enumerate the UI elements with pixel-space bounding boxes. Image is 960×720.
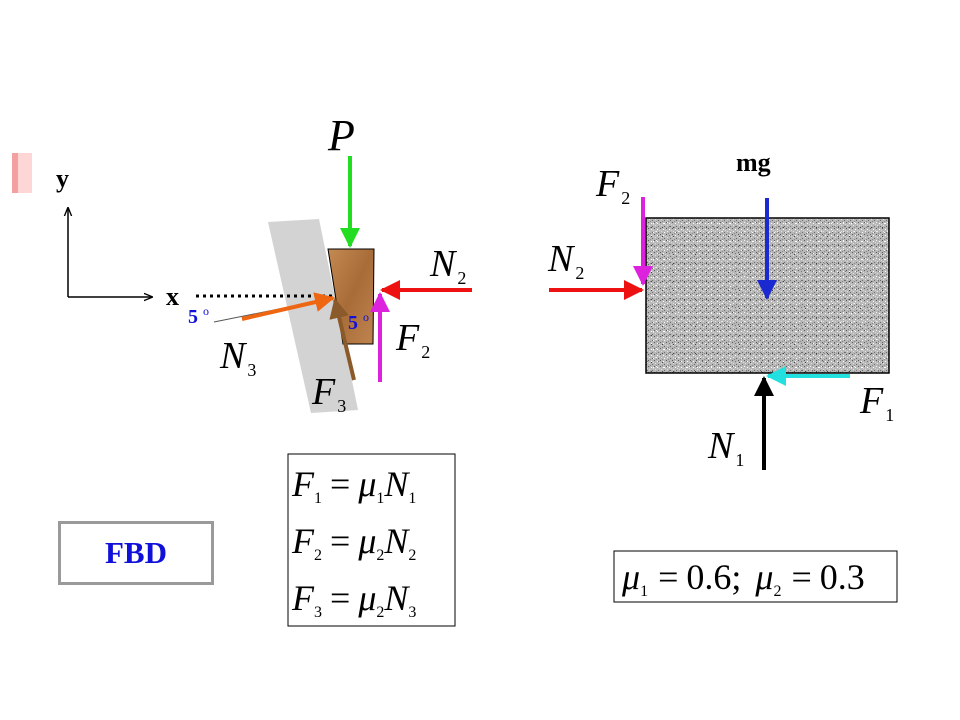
eq1-mu-sub: 1	[376, 490, 384, 507]
fbd-label: FBD	[105, 535, 167, 570]
n2-wedge-sym: N	[429, 243, 458, 285]
f3-sub: 3	[337, 396, 346, 416]
mu2-val: 0.3	[820, 557, 865, 597]
equations: F1=μ1N1 F2=μ2N2 F3=μ2N3	[291, 464, 416, 621]
y-axis-label: y	[56, 164, 69, 193]
equation-2: F2=μ2N2	[291, 521, 416, 564]
angle-right-deg: o	[363, 310, 369, 324]
eq3-lhs: F	[291, 578, 315, 618]
eq1-eq: =	[330, 464, 350, 504]
f2-wedge-sym: F	[395, 317, 420, 359]
f1-sub: 1	[885, 405, 894, 425]
equation-3: F3=μ2N3	[291, 578, 416, 621]
mu1-eq: =	[658, 557, 678, 597]
eq2-lhs-sub: 2	[314, 547, 322, 564]
inclined-wall	[268, 219, 358, 413]
eq3-lhs-sub: 3	[314, 604, 322, 621]
eq1-rhs: N	[383, 464, 410, 504]
eq3-rhs-sub: 3	[408, 604, 416, 621]
mu1-sym: μ	[621, 557, 640, 597]
n3-sym: N	[219, 335, 248, 377]
slide-accent-bar-inner	[12, 153, 18, 193]
force-mg-label: mg	[736, 148, 771, 177]
angle-left-value: 5	[188, 306, 198, 328]
fbd-box: FBD	[58, 521, 214, 585]
coordinate-axes: y x	[56, 164, 179, 311]
force-f3-arrow	[329, 298, 356, 381]
mu1-sub: 1	[640, 583, 648, 600]
eq2-rhs-sub: 2	[408, 547, 416, 564]
eq1-mu: μ	[357, 464, 376, 504]
mu2-sub: 2	[773, 583, 781, 600]
force-n3-arrow	[241, 292, 335, 321]
f2-wedge-sub: 2	[421, 342, 430, 362]
n2-block-sym: N	[547, 238, 576, 280]
mu2-sym: μ	[754, 557, 773, 597]
eq2-lhs: F	[291, 521, 315, 561]
eq1-rhs-sub: 1	[408, 490, 416, 507]
f2-block-sym: F	[595, 163, 620, 205]
n3-sub: 3	[247, 360, 256, 380]
coefficients: μ1=0.6;μ2=0.3	[621, 557, 865, 600]
eq2-eq: =	[330, 521, 350, 561]
equations-box	[287, 453, 456, 627]
angle-right-value: 5	[348, 312, 358, 334]
eq3-eq: =	[330, 578, 350, 618]
eq2-mu-sub: 2	[376, 547, 384, 564]
f3-sym: F	[311, 371, 336, 413]
mu2-eq: =	[791, 557, 811, 597]
eq1-lhs: F	[291, 464, 315, 504]
coefficients-box	[613, 550, 898, 603]
n1-sym: N	[707, 425, 736, 467]
angle-left-deg: o	[203, 304, 209, 318]
eq2-rhs: N	[383, 521, 410, 561]
eq3-rhs: N	[383, 578, 410, 618]
n2-wedge-sub: 2	[457, 268, 466, 288]
f1-sym: F	[859, 380, 884, 422]
mu1-val: 0.6;	[686, 557, 741, 597]
eq3-mu-sub: 2	[376, 604, 384, 621]
f2-block-sub: 2	[621, 188, 630, 208]
force-p-label: P	[327, 111, 355, 160]
eq1-lhs-sub: 1	[314, 490, 322, 507]
n1-sub: 1	[735, 450, 744, 470]
n2-block-sub: 2	[575, 263, 584, 283]
equation-1: F1=μ1N1	[291, 464, 416, 507]
eq2-mu: μ	[357, 521, 376, 561]
eq3-mu: μ	[357, 578, 376, 618]
x-axis-label: x	[166, 282, 179, 311]
